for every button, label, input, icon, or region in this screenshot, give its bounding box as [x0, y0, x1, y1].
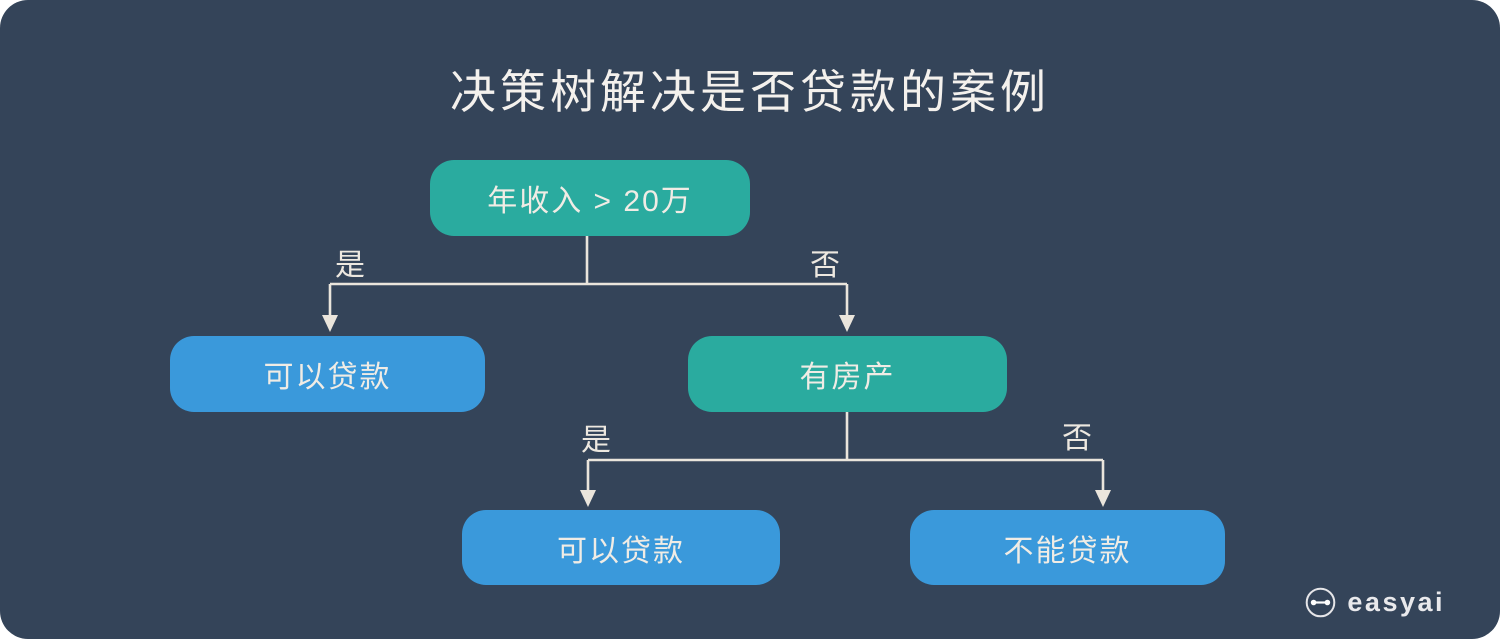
- arrowhead-root-no: [839, 315, 855, 332]
- node-approve-bottom-label: 可以贷款: [557, 534, 685, 568]
- node-reject: 不能贷款: [910, 510, 1225, 585]
- node-approve-bottom: 可以贷款: [462, 510, 780, 585]
- node-has-property-label: 有房产: [799, 361, 896, 394]
- easyai-logo-text: easyai: [1347, 587, 1445, 617]
- edge-label-root-no: 否: [810, 249, 840, 282]
- arrowhead-property-no: [1095, 490, 1111, 507]
- arrowhead-property-yes: [580, 490, 596, 507]
- edge-label-property-no: 否: [1062, 422, 1092, 455]
- easyai-logo-icon: [1306, 587, 1336, 618]
- edge-label-property-yes: 是: [581, 424, 611, 457]
- edge-label-root-yes: 是: [335, 249, 365, 282]
- node-has-property: 有房产: [688, 336, 1007, 412]
- node-approve-left: 可以贷款: [170, 336, 485, 412]
- node-reject-label: 不能贷款: [1003, 534, 1132, 568]
- easyai-logo: easyai: [1305, 587, 1445, 618]
- node-approve-left-label: 可以贷款: [263, 361, 392, 394]
- page-title: 决策树解决是否贷款的案例: [450, 66, 1050, 118]
- node-root-income: 年收入 > 20万: [430, 160, 750, 236]
- node-root-income-label: 年收入 > 20万: [487, 185, 693, 218]
- arrowhead-root-yes: [322, 315, 338, 332]
